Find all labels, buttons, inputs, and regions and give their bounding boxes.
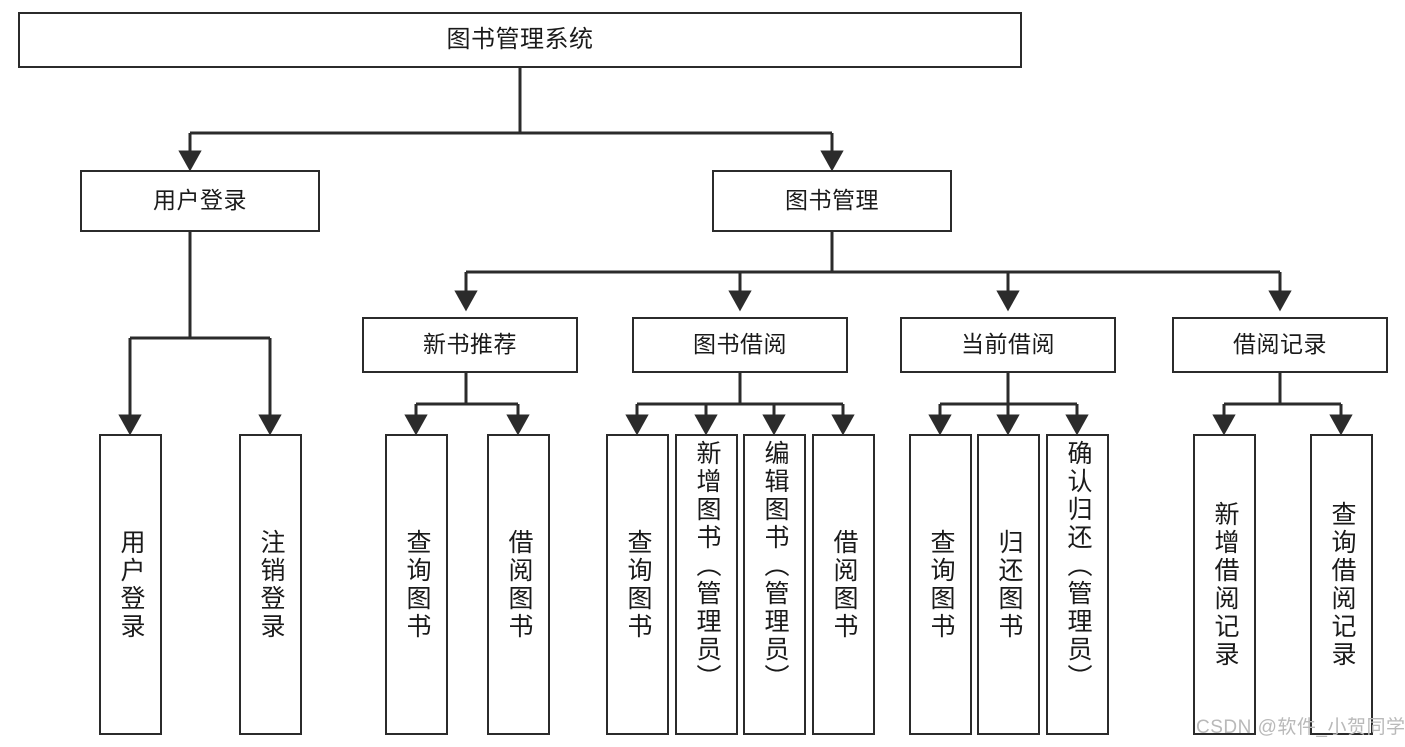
leaf-borrow-book-1[interactable]: 借阅图书 [487, 434, 550, 735]
node-label: 图书借阅 [693, 331, 787, 358]
node-book-borrow[interactable]: 图书借阅 [632, 317, 848, 373]
node-label: 新增借阅记录 [1211, 500, 1239, 669]
node-label: 查询图书 [624, 528, 652, 641]
node-label: 图书管理系统 [446, 25, 594, 53]
leaf-logout-login[interactable]: 注销登录 [239, 434, 302, 735]
node-borrow-record[interactable]: 借阅记录 [1172, 317, 1388, 373]
node-current-borrow[interactable]: 当前借阅 [900, 317, 1116, 373]
node-label: 注销登录 [257, 528, 285, 641]
leaf-query-book-2[interactable]: 查询图书 [606, 434, 669, 735]
leaf-add-book-admin[interactable]: 新增图书（管理员） [675, 434, 738, 735]
leaf-borrow-book-2[interactable]: 借阅图书 [812, 434, 875, 735]
leaf-query-borrow-record[interactable]: 查询借阅记录 [1310, 434, 1373, 735]
node-label: 用户登录 [153, 187, 247, 214]
node-user-login[interactable]: 用户登录 [80, 170, 320, 232]
leaf-confirm-return-admin[interactable]: 确认归还（管理员） [1046, 434, 1109, 735]
leaf-return-book[interactable]: 归还图书 [977, 434, 1040, 735]
node-label: 借阅图书 [505, 528, 533, 641]
node-label: 查询图书 [927, 528, 955, 641]
node-label: 归还图书 [995, 528, 1023, 641]
node-label: 编辑图书（管理员） [761, 440, 789, 692]
leaf-edit-book-admin[interactable]: 编辑图书（管理员） [743, 434, 806, 735]
node-new-book-recommend[interactable]: 新书推荐 [362, 317, 578, 373]
node-label: 当前借阅 [961, 331, 1055, 358]
node-label: 用户登录 [117, 528, 145, 641]
node-label: 借阅记录 [1233, 331, 1327, 358]
leaf-query-book-1[interactable]: 查询图书 [385, 434, 448, 735]
node-label: 图书管理 [785, 187, 879, 214]
node-label: 查询图书 [403, 528, 431, 641]
node-label: 查询借阅记录 [1328, 500, 1356, 669]
node-root-system[interactable]: 图书管理系统 [18, 12, 1022, 68]
node-label: 新书推荐 [423, 331, 517, 358]
node-book-manage[interactable]: 图书管理 [712, 170, 952, 232]
node-label: 确认归还（管理员） [1064, 440, 1092, 692]
leaf-add-borrow-record[interactable]: 新增借阅记录 [1193, 434, 1256, 735]
node-label: 借阅图书 [830, 528, 858, 641]
node-label: 新增图书（管理员） [693, 440, 721, 692]
leaf-query-book-3[interactable]: 查询图书 [909, 434, 972, 735]
leaf-user-login[interactable]: 用户登录 [99, 434, 162, 735]
